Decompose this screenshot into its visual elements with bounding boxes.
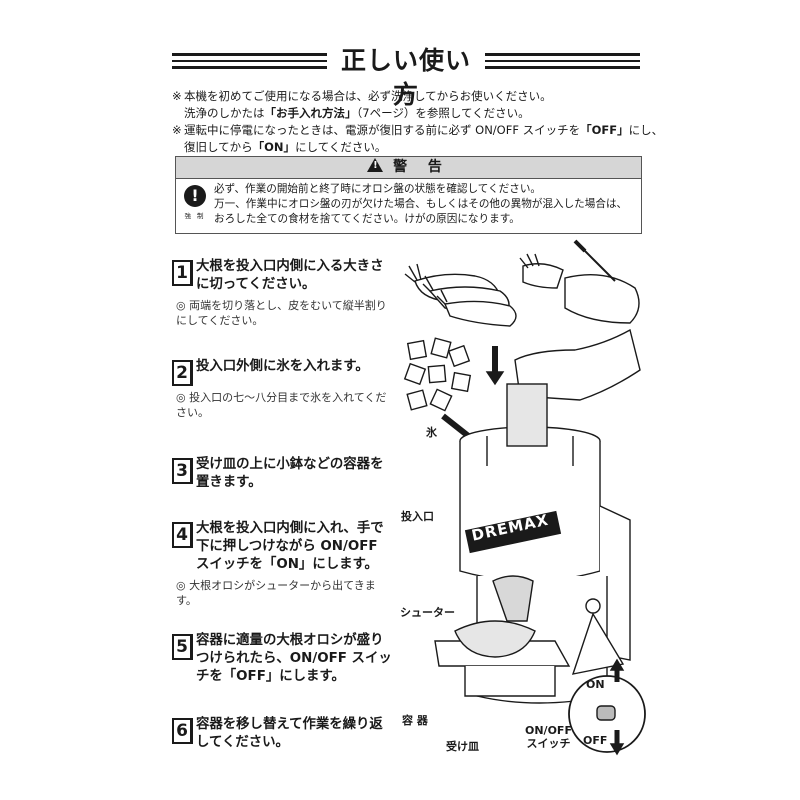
note-text: 復旧してから	[184, 140, 253, 154]
note-bold: 「ON」	[252, 140, 296, 154]
note-mark: ※	[172, 123, 182, 137]
warning-line: 万一、作業中にオロシ盤の刃が欠けた場合、もしくはその他の異物が混入した場合は、	[214, 198, 628, 210]
mandatory-symbol: ! 強 制	[182, 185, 208, 225]
tray-label: 受け皿	[446, 740, 479, 753]
note-first-use: ※本機を初めてご使用になる場合は、必ず洗浄してからお使いください。 洗浄のしかた…	[172, 88, 552, 122]
warning-line: おろした全ての食材を捨ててください。けがの原因になります。	[214, 213, 520, 225]
warning-box: 警 告 ! 強 制 必ず、作業の開始前と終了時にオロシ盤の状態を確認してください…	[175, 156, 642, 234]
step-6: 6 容器を移し替えて作業を繰り返してください。	[172, 716, 392, 752]
step-number: 4	[172, 522, 193, 548]
step-4: 4 大根を投入口内側に入れ、手で下に押しつけながら ON/OFF スイッチを「O…	[172, 520, 392, 608]
exclamation-circle-icon: !	[184, 185, 206, 207]
warning-line: 必ず、作業の開始前と終了時にオロシ盤の状態を確認してください。	[214, 183, 542, 195]
warning-heading: 警 告	[393, 159, 450, 175]
on-label: ON	[586, 678, 605, 691]
cut-daikon-icon	[519, 239, 640, 324]
ice-cubes-icon	[403, 337, 472, 412]
step-number: 5	[172, 634, 193, 660]
warning-triangle-icon	[367, 158, 384, 172]
container-label: 容 器	[402, 714, 428, 727]
daikon-radish-icon	[404, 263, 517, 327]
machine-illustration	[403, 239, 646, 756]
switch-label-line: ON/OFF	[525, 724, 572, 737]
section-header: 正しい使い方	[172, 44, 640, 109]
header-rule-right	[485, 53, 640, 69]
step-2: 2 投入口外側に氷を入れます。 ◎ 投入口の七～八分目まで氷を入れてください。	[172, 358, 392, 420]
step-1: 1 大根を投入口内側に入る大きさに切ってください。 ◎ 両端を切り落とし、皮をむ…	[172, 258, 392, 328]
step-number: 1	[172, 260, 193, 286]
note-text: 洗浄のしかたは	[184, 106, 265, 120]
step-number: 2	[172, 360, 193, 386]
step-text: 受け皿の上に小鉢などの容器を置きます。	[196, 457, 384, 490]
step-text: 容器を移し替えて作業を繰り返してください。	[196, 717, 383, 750]
warning-text: 必ず、作業の開始前と終了時にオロシ盤の状態を確認してください。 万一、作業中にオ…	[214, 182, 627, 227]
switch-label: ON/OFF スイッチ	[525, 724, 572, 750]
note-text: 本機を初めてご使用になる場合は、必ず洗浄してからお使いください。	[184, 89, 552, 103]
note-bold: 「OFF」	[580, 123, 629, 137]
step-number: 6	[172, 718, 193, 744]
ice-label: 氷	[426, 426, 437, 439]
note-bold: 「お手入れ方法」	[264, 106, 357, 120]
step-text: 容器に適量の大根オロシが盛りつけられたら、ON/OFF スイッチを「OFF」にし…	[196, 633, 392, 684]
note-text: にし、	[628, 123, 664, 137]
off-label: OFF	[583, 734, 608, 747]
symbol-label: 強 制	[184, 212, 206, 220]
note-power-outage: ※運転中に停電になったときは、電源が復旧する前に必ず ON/OFF スイッチを「…	[172, 122, 663, 156]
header-rule-left	[172, 53, 327, 69]
note-text: （7ページ）を参照してください。	[356, 106, 530, 120]
switch-label-line: スイッチ	[526, 737, 571, 750]
note-mark: ※	[172, 89, 182, 103]
step-3: 3 受け皿の上に小鉢などの容器を置きます。	[172, 456, 392, 492]
step-note: ◎ 両端を切り落とし、皮をむいて縦半割りにしてください。	[176, 299, 387, 327]
warning-header: 警 告	[176, 157, 641, 179]
chute-label: シューター	[400, 606, 455, 619]
step-text: 大根を投入口内側に入れ、手で下に押しつけながら ON/OFF スイッチを「ON」…	[196, 521, 384, 572]
step-text: 大根を投入口内側に入る大きさに切ってください。	[196, 259, 384, 292]
step-note: ◎ 投入口の七～八分目まで氷を入れてください。	[176, 391, 387, 419]
page-title: 正しい使い方	[340, 46, 471, 109]
step-note: ◎ 大根オロシがシューターから出てきます。	[176, 579, 376, 607]
note-text: にしてください。	[295, 140, 387, 154]
switch-inset	[568, 612, 646, 756]
step-text: 投入口外側に氷を入れます。	[196, 359, 369, 374]
note-text: 運転中に停電になったときは、電源が復旧する前に必ず ON/OFF スイッチを	[184, 123, 581, 137]
step-number: 3	[172, 458, 193, 484]
inlet-label: 投入口	[401, 510, 434, 523]
step-5: 5 容器に適量の大根オロシが盛りつけられたら、ON/OFF スイッチを「OFF」…	[172, 632, 392, 686]
hand-icon	[514, 328, 641, 401]
